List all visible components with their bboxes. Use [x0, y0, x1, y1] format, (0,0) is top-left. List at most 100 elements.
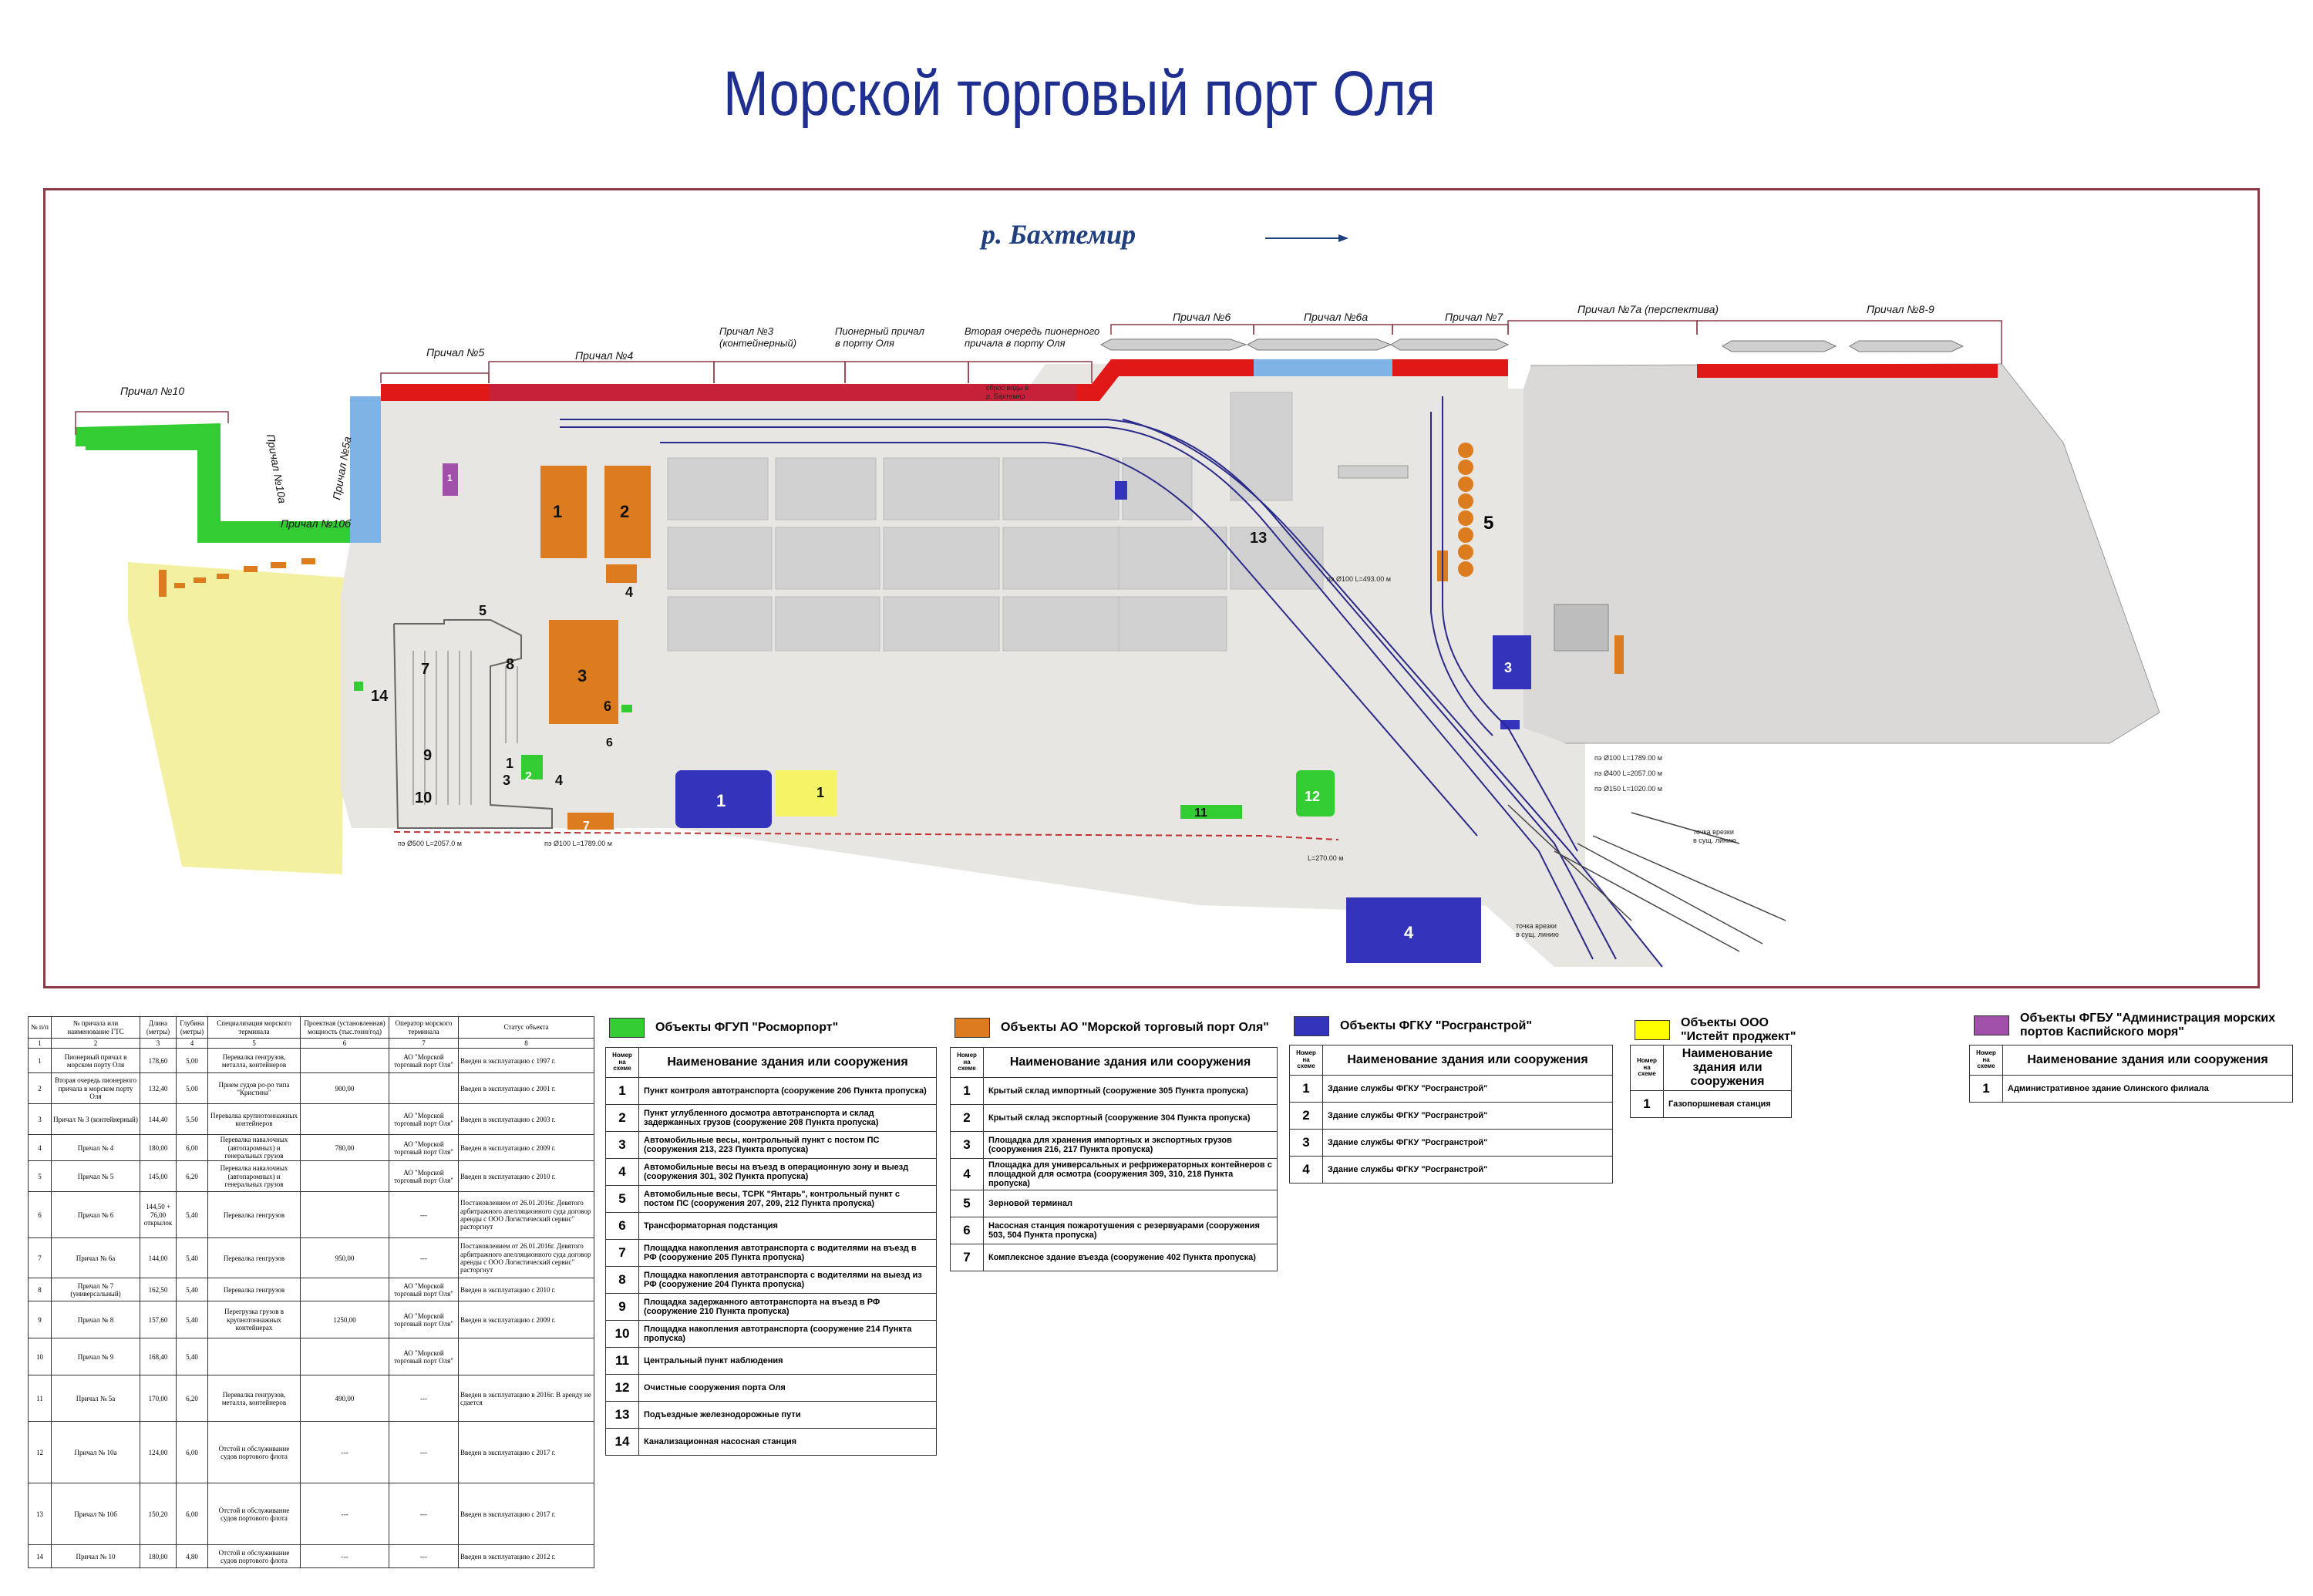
legend-item-name: Зерновой терминал — [983, 1190, 1278, 1217]
col-number: 1 — [28, 1037, 52, 1049]
table-cell: Причал № 10 — [51, 1544, 140, 1569]
legend-title: Объекты ФГКУ "Росгранстрой" — [1340, 1019, 1532, 1032]
table-cell — [300, 1191, 389, 1239]
legend-num-header: Номер на схеме — [950, 1047, 984, 1078]
table-cell: 6 — [28, 1191, 52, 1239]
table-cell: Введен в эксплуатацию с 2009 г. — [458, 1134, 594, 1162]
legend-item-name: Насосная станция пожаротушения с резерву… — [983, 1217, 1278, 1244]
legend-item-number: 5 — [950, 1190, 984, 1217]
note-pipe-2: пэ Ø100 L=1789.00 м — [1594, 754, 1662, 762]
legend-item-number: 9 — [605, 1293, 639, 1321]
legend-item-number: 4 — [950, 1158, 984, 1190]
legend-name-header: Наименование здания или сооружения — [983, 1047, 1278, 1078]
legend-num-header: Номер на схеме — [605, 1047, 639, 1078]
object-number-rgs1: 1 — [716, 791, 726, 810]
table-cell: --- — [300, 1544, 389, 1569]
legend-item-number: 3 — [950, 1131, 984, 1159]
col-number: 8 — [458, 1037, 594, 1049]
table-cell — [207, 1338, 301, 1376]
legend-item-name: Комплексное здание въезда (сооружение 40… — [983, 1244, 1278, 1271]
table-cell: 162,50 — [140, 1278, 177, 1302]
table-cell: 5,40 — [176, 1191, 208, 1239]
legend-item-name: Административное здание Олинского филиал… — [2002, 1075, 2293, 1103]
table-cell: Причал № 7 (универсальный) — [51, 1278, 140, 1302]
legend-item-number: 3 — [1289, 1129, 1323, 1157]
legend-item-name: Площадка накопления автотранспорта (соор… — [638, 1320, 937, 1348]
table-cell: Причал № 10б — [51, 1483, 140, 1546]
table-cell: 9 — [28, 1301, 52, 1339]
quay-mid — [1092, 359, 1254, 401]
legend-item-number: 7 — [950, 1244, 984, 1271]
legend-item-number: 11 — [605, 1347, 639, 1375]
col-header: № п/п — [28, 1016, 52, 1039]
berth-characteristics-table: № п/п № причала или наименование ГТС Дли… — [28, 1016, 594, 1569]
object-number-g1: 1 — [506, 756, 513, 771]
object-number-f6: 6 — [606, 736, 613, 749]
legend-item-name: Очистные сооружения порта Оля — [638, 1374, 937, 1402]
table-cell: 5,40 — [176, 1338, 208, 1376]
legend-name-header: Наименование здания или сооружения — [1663, 1045, 1792, 1091]
col-header: Оператор морского терминала — [389, 1016, 459, 1039]
berth-brackets — [75, 320, 2002, 435]
object-number-grain: 5 — [1483, 513, 1493, 534]
table-cell: 5,40 — [176, 1301, 208, 1339]
table-cell: АО "Морской торговый порт Оля" — [389, 1048, 459, 1074]
table-cell: Вторая очередь пионерного причала в морс… — [51, 1072, 140, 1105]
table-cell: Перевалка генгрузов — [207, 1278, 301, 1302]
legend-num-header: Номер на схеме — [1969, 1045, 2003, 1076]
berth-6-label: Причал №6 — [1173, 311, 1231, 323]
legend-header: Объекты ФГКУ "Росгранстрой" — [1294, 1016, 1641, 1036]
note-pipe-7: L=270.00 м — [1308, 854, 1343, 862]
legend-item-number: 6 — [605, 1212, 639, 1240]
table-cell: 2 — [28, 1072, 52, 1105]
legend-item-name: Площадка накопления автотранспорта с вод… — [638, 1266, 937, 1294]
object-number-rgs3: 3 — [1504, 660, 1512, 675]
object-number-g8: 8 — [506, 656, 514, 673]
ao-entry-7 — [567, 813, 614, 830]
object-number-g13: 13 — [1250, 530, 1267, 547]
table-cell: 145,00 — [140, 1160, 177, 1193]
col-number: 5 — [207, 1037, 301, 1049]
legend-item-number: 8 — [605, 1266, 639, 1294]
rail-tracks — [560, 396, 1663, 968]
table-cell: 8 — [28, 1278, 52, 1302]
legend-item-name: Пункт углубленного досмотра автотранспор… — [638, 1104, 937, 1132]
rgs-building-1 — [675, 770, 772, 828]
note-pipe-3: пэ Ø400 L=2057.00 м — [1594, 769, 1662, 777]
quay-6a — [1254, 359, 1392, 376]
object-number-g9: 9 — [423, 747, 432, 764]
legend-item-number: 2 — [950, 1104, 984, 1132]
note-pipe-5: пэ Ø500 L=2057.0 м — [398, 840, 462, 847]
table-cell: Перевалка генгрузов — [207, 1191, 301, 1239]
table-cell — [458, 1338, 594, 1376]
table-cell: 6,20 — [176, 1160, 208, 1193]
table-cell: 7 — [28, 1237, 52, 1279]
note-pipe-1: пэ Ø100 L=493.00 м — [1327, 575, 1391, 583]
table-cell: 900,00 — [300, 1072, 389, 1105]
table-cell: АО "Морской торговый порт Оля" — [389, 1160, 459, 1193]
legend-item-name: Центральный пункт наблюдения — [638, 1347, 937, 1375]
legend-swatch — [954, 1018, 990, 1038]
table-cell: 6,00 — [176, 1134, 208, 1162]
table-cell: 5,00 — [176, 1072, 208, 1105]
object-number-rgs4: 4 — [1404, 923, 1414, 942]
legend-item-number: 5 — [605, 1185, 639, 1213]
legend-item-name: Автомобильные весы, контрольный пункт с … — [638, 1131, 937, 1159]
legend-item-number: 12 — [605, 1374, 639, 1402]
table-cell: 13 — [28, 1483, 52, 1546]
